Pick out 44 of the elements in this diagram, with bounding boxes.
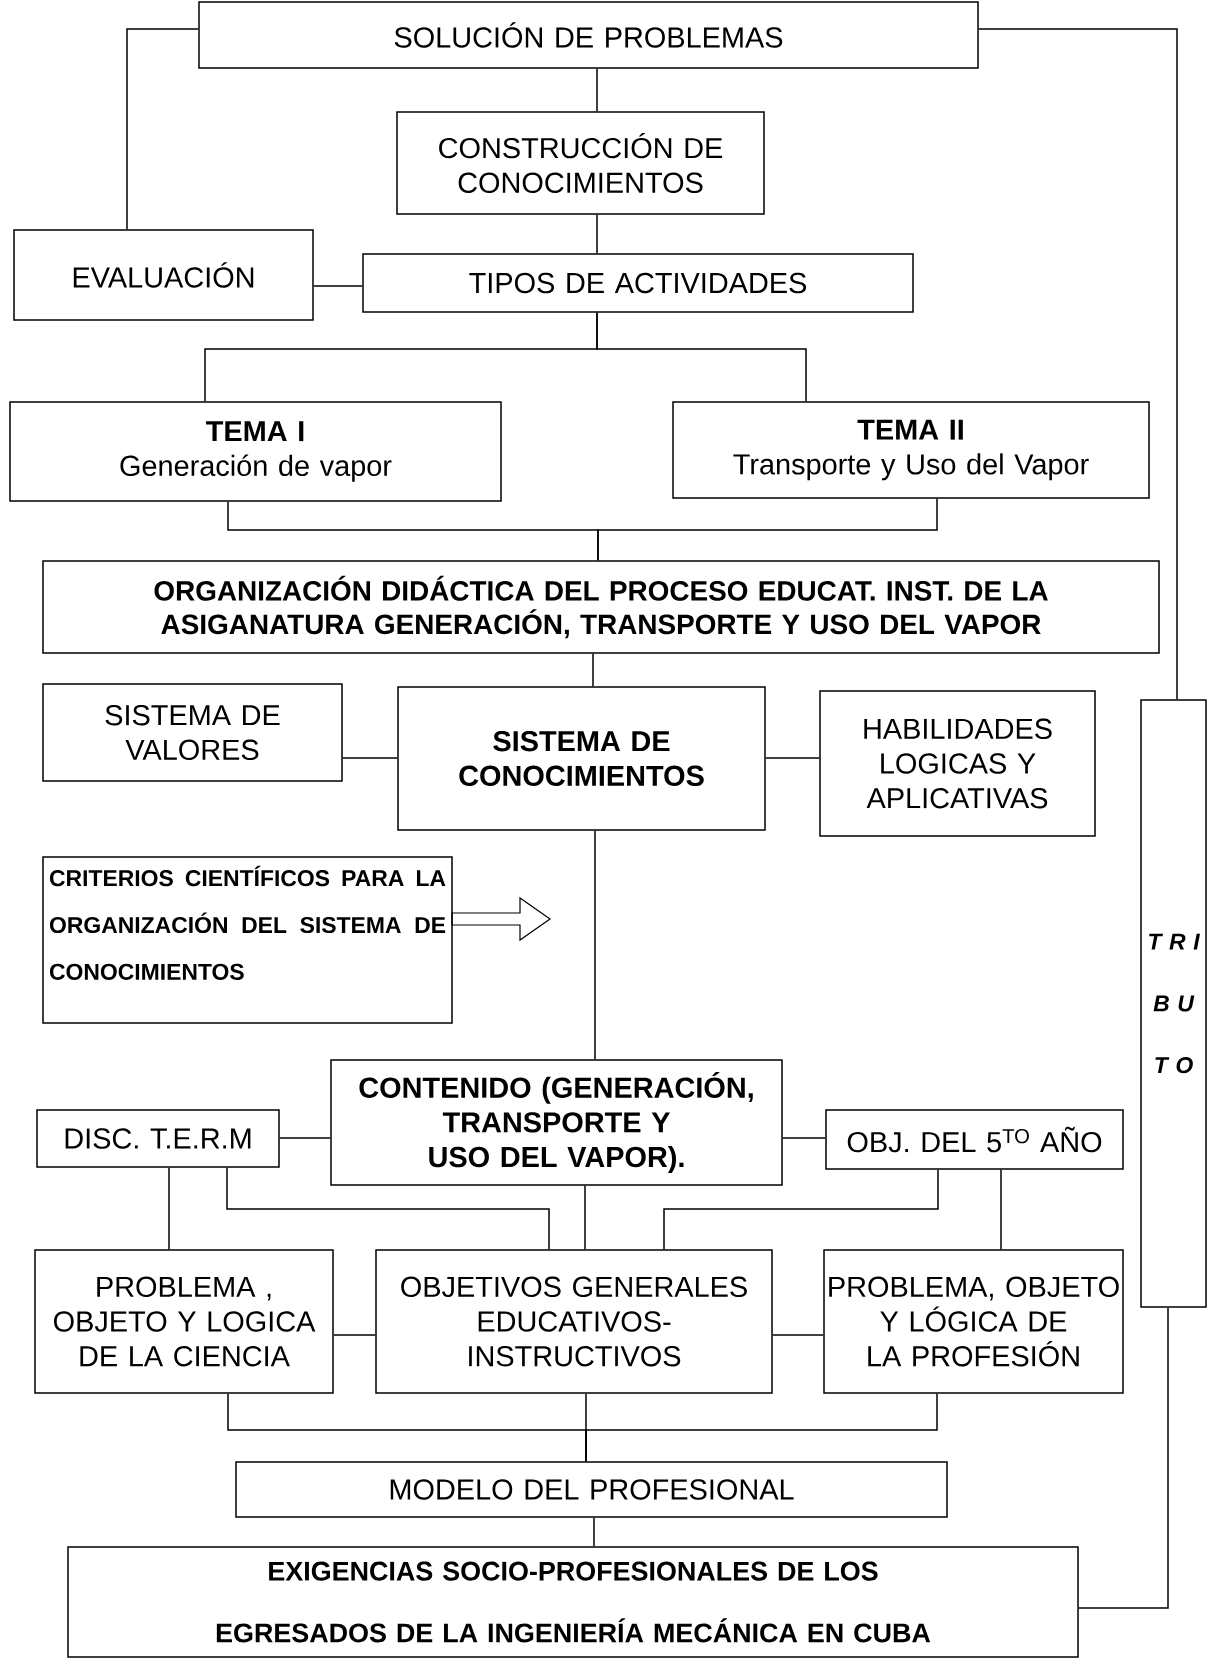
connector-line [168, 1167, 170, 1250]
connector-line [597, 498, 938, 561]
process-box: SISTEMA DE VALORES [42, 683, 343, 782]
connector-line [313, 285, 363, 287]
connector-line [596, 214, 598, 254]
process-box: TEMA II Transporte y Uso del Vapor [672, 401, 1150, 499]
process-box: PROBLEMA , OBJETO Y LOGICA DE LA CIENCIA [34, 1249, 334, 1394]
connector-line [772, 1334, 824, 1336]
connector-line [342, 757, 398, 759]
connector-line [978, 28, 1178, 700]
process-box: CONTENIDO (GENERACIÓN, TRANSPORTE Y USO DEL VAPOR). [330, 1059, 783, 1186]
process-box: CRITERIOS CIENTÍFICOS PARA LA ORGANIZACIÓN DEL SISTEMA DE CONOCIMIENTOS [42, 856, 453, 1024]
connector-line [584, 1185, 586, 1250]
connector-line [585, 1393, 938, 1462]
process-box: DISC. T.E.R.M [36, 1109, 280, 1168]
connector-line [592, 653, 594, 687]
connector-line [1078, 1307, 1169, 1609]
connector-line [593, 1517, 595, 1547]
connector-line [226, 1167, 550, 1250]
connector-line [1000, 1169, 1002, 1250]
connector-line [663, 1169, 939, 1250]
connector-line [594, 830, 596, 1060]
process-box: OBJETIVOS GENERALES EDUCATIVOS- INSTRUCTIVOS [375, 1249, 773, 1394]
process-box: EXIGENCIAS SOCIO-PROFESIONALES DE LOS EGRESADOS DE LA INGENIERÍA MECÁNICA EN CUBA [67, 1546, 1079, 1658]
process-box: OBJ. DEL 5$^{TO}$ AÑO [825, 1109, 1124, 1170]
process-box: TIPOS DE ACTIVIDADES [362, 253, 914, 313]
connector-line [596, 312, 807, 402]
process-box: T R I B U T O [1140, 699, 1207, 1308]
connector-line [333, 1334, 376, 1336]
connector-line [279, 1137, 331, 1139]
process-box: HABILIDADES LOGICAS Y APLICATIVAS [819, 690, 1096, 837]
process-box: SISTEMA DE CONOCIMIENTOS [397, 686, 766, 831]
process-box: TEMA I Generación de vapor [9, 401, 502, 502]
block-arrow [451, 896, 552, 942]
process-box: SOLUCIÓN DE PROBLEMAS [198, 1, 979, 69]
connector-line [596, 68, 598, 112]
process-box: MODELO DEL PROFESIONAL [235, 1461, 948, 1518]
process-box: PROBLEMA, OBJETO Y LÓGICA DE LA PROFESIÓN [823, 1249, 1124, 1394]
connector-line [782, 1137, 826, 1139]
process-box: EVALUACIÓN [13, 229, 314, 321]
process-box: ORGANIZACIÓN DIDÁCTICA DEL PROCESO EDUCAT. INST. DE LA ASIGANATURA GENERACIÓN, TRANSPORTE Y USO DEL VAPOR [42, 560, 1160, 654]
process-box: CONSTRUCCIÓN DE CONOCIMIENTOS [396, 111, 765, 215]
connector-line [126, 28, 199, 230]
connector-line [765, 757, 820, 759]
